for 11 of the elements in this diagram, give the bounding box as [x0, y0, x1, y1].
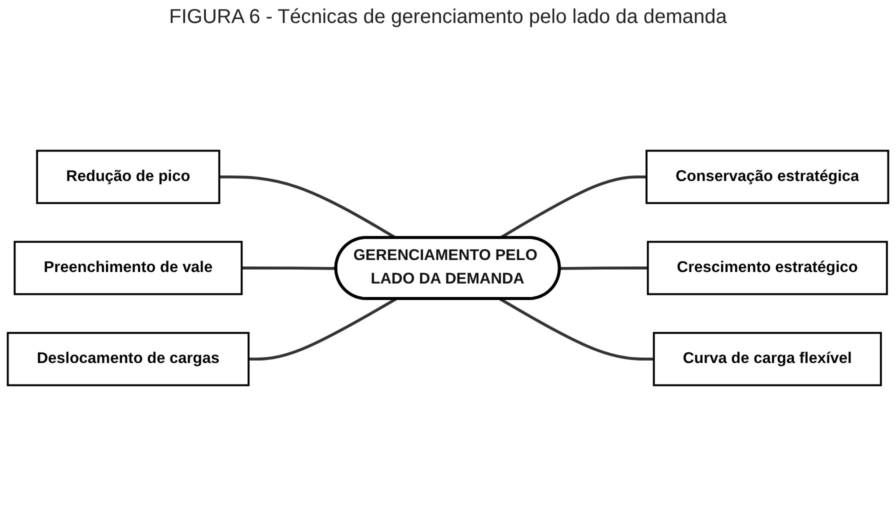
figure-title: FIGURA 6 - Técnicas de gerenciamento pelo lado da demanda	[168, 6, 728, 29]
node-box: Preenchimento de vale	[14, 240, 243, 296]
connector	[248, 298, 397, 361]
node-box: Curva de carga flexível	[652, 332, 882, 386]
node-box: Crescimento estratégico	[646, 240, 888, 296]
connector	[560, 266, 648, 270]
node-box: Conservação estratégica	[646, 150, 890, 204]
connector	[499, 298, 654, 361]
connector	[242, 266, 336, 270]
node-box: Deslocamento de cargas	[6, 332, 250, 386]
node-box: Redução de pico	[36, 150, 220, 204]
